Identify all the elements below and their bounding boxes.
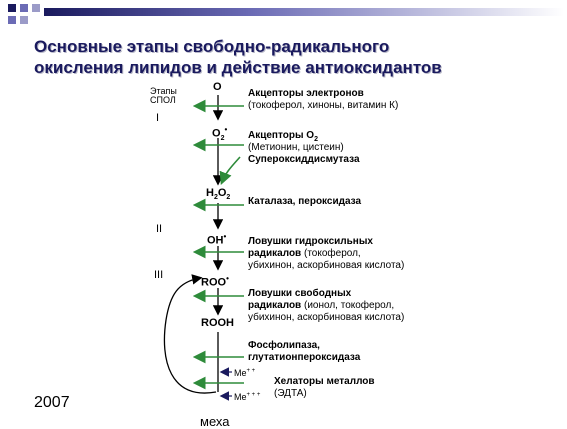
o2-acceptors-title: Акцепторы O2 [248, 130, 318, 143]
electron-acceptors-examples: (токоферол, хиноны, витамин К) [248, 100, 399, 111]
header-bar [44, 8, 564, 16]
stage-1-label: I [156, 112, 160, 124]
stage-3-label: III [154, 269, 164, 281]
species-h2o2: H2O2 [206, 187, 231, 202]
catalase-label: Каталаза, пероксидаза [248, 196, 362, 207]
corner-square-2 [20, 4, 28, 12]
o2-acceptors-examples: (Метионин, цистеин) [248, 142, 344, 153]
sod-label: Супероксиддисмутаза [248, 154, 360, 165]
stages-header-line-2: СПОЛ [150, 95, 176, 105]
sod-curve-arrow [219, 156, 241, 185]
phospholipase-line-1: Фосфолипаза, [248, 340, 320, 351]
species-me-3plus: Me+ + + [234, 392, 261, 402]
free-radical-traps-line-3: убихинон, аскорбиновая кислота) [248, 312, 405, 323]
free-radical-traps-line-2: радикалов (ионол, токоферол, [248, 300, 395, 311]
slide-title-line-2: окисления липидов и действие антиоксидан… [34, 58, 442, 77]
corner-square-1 [8, 4, 16, 12]
footer-text-fragment: меха [200, 414, 230, 429]
electron-acceptors-title: Акцепторы электронов [248, 88, 364, 99]
corner-square-3 [32, 4, 40, 12]
chain-loop-arrow [163, 274, 217, 394]
slide-title-line-1: Основные этапы свободно-радикального [34, 37, 390, 56]
slide-title: Основные этапы свободно-радикального оки… [34, 36, 554, 78]
species-oh-radical: OH• [207, 232, 227, 247]
species-me-2plus: Me+ + [234, 368, 256, 378]
corner-square-5 [20, 16, 28, 24]
free-radical-traps-line-1: Ловушки свободных [248, 288, 352, 299]
corner-square-4 [8, 16, 16, 24]
chelators-title: Хелаторы металлов [274, 376, 375, 387]
species-o2: O2• [212, 125, 228, 142]
stage-2-label: II [156, 223, 163, 235]
species-rooh: ROOH [201, 317, 234, 329]
slide-year: 2007 [34, 394, 70, 411]
hydroxyl-traps-line-2: радикалов (токоферол, [248, 248, 361, 259]
stages-header-line-1: Этапы [150, 86, 177, 96]
hydroxyl-traps-line-3: убихинон, аскорбиновая кислота) [248, 260, 405, 271]
hydroxyl-traps-line-1: Ловушки гидроксильных [248, 236, 373, 247]
species-roo-radical: ROO• [201, 274, 229, 289]
chelators-example: (ЭДТА) [274, 388, 307, 399]
species-o: O [213, 81, 222, 93]
phospholipase-line-2: глутатионпероксидаза [248, 352, 361, 363]
